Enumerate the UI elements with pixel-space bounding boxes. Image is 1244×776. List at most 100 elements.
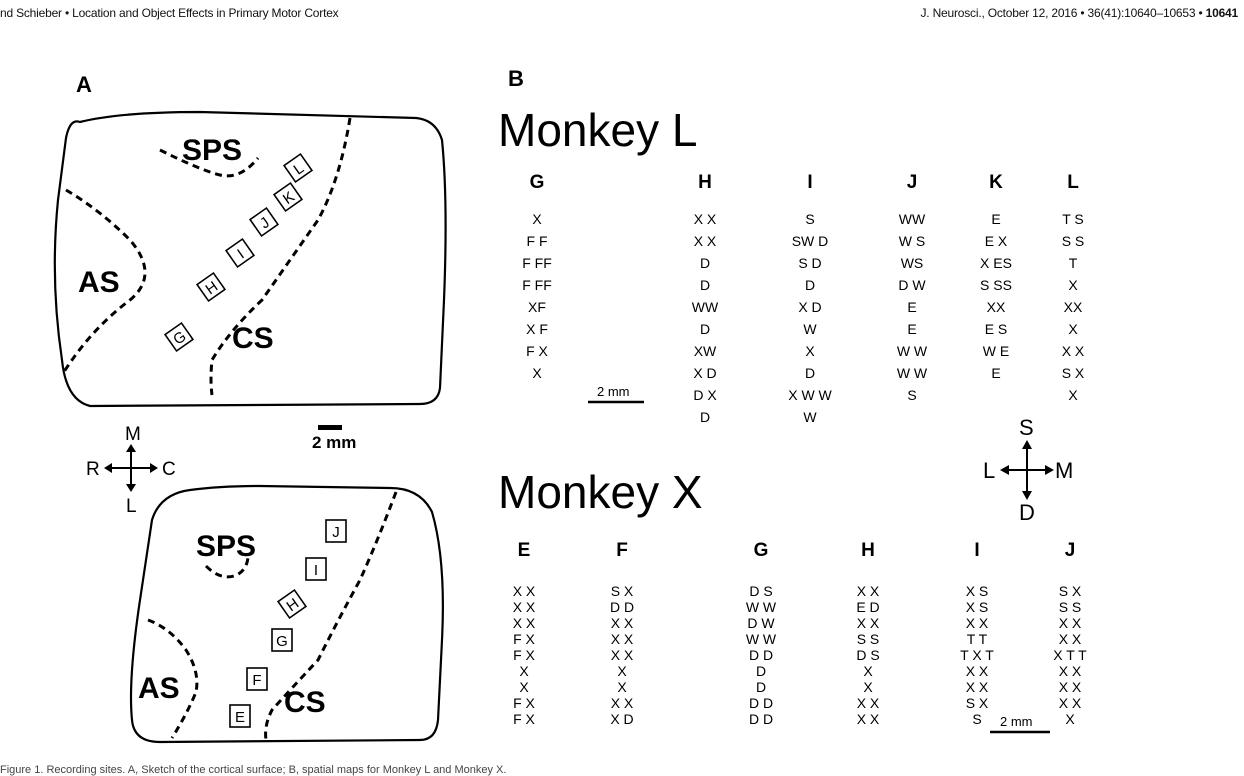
site-map-row: T	[1069, 255, 1078, 271]
site-map-row: X	[1065, 711, 1075, 727]
site-map-row: E X	[985, 233, 1008, 249]
site-map-row: X X	[513, 599, 536, 615]
as-label-x: AS	[138, 672, 180, 705]
site-map-row: D	[700, 277, 710, 293]
site-map-row: X X	[611, 631, 634, 647]
compass-a-right: C	[162, 459, 176, 480]
site-column-header: I	[807, 172, 812, 193]
site-map-row: X	[1068, 387, 1078, 403]
site-map-row: X X	[694, 211, 717, 227]
cs-sulcus-l	[209, 117, 352, 396]
scale-label-b-x: 2 mm	[1000, 714, 1033, 729]
site-column-header: J	[907, 172, 918, 193]
site-map-row: S S	[857, 631, 880, 647]
site-map-row: X W W	[788, 387, 832, 403]
site-map-row: F X	[526, 343, 548, 359]
site-map-row: E	[907, 299, 916, 315]
site-map-row: S X	[1059, 583, 1082, 599]
monkey-l-title: Monkey L	[498, 104, 697, 156]
site-map-row: D	[805, 365, 815, 381]
site-map-row: X X	[966, 663, 989, 679]
site-map-row: X X	[513, 615, 536, 631]
site-map-row: X	[532, 211, 542, 227]
compass-a	[104, 444, 158, 492]
site-map-row: X ES	[980, 255, 1012, 271]
site-map-row: X X	[857, 711, 880, 727]
site-map-row: E	[907, 321, 916, 337]
site-map-row: T S	[1062, 211, 1084, 227]
site-map-row: E	[991, 365, 1000, 381]
scale-label-b-l: 2 mm	[597, 384, 630, 399]
site-map-row: D W	[747, 615, 775, 631]
site-map-row: S	[805, 211, 814, 227]
panel-b-label: B	[508, 66, 524, 91]
site-map-row: X	[617, 663, 627, 679]
as-sulcus-x	[147, 618, 199, 739]
site-map-row: D	[805, 277, 815, 293]
site-map-row: D	[756, 663, 766, 679]
site-map-row: X D	[610, 711, 633, 727]
site-box-x-J: J	[325, 519, 347, 543]
compass-b-up: S	[1019, 415, 1034, 440]
site-map-row: X X	[966, 615, 989, 631]
site-box-x-E: E	[229, 704, 251, 728]
site-box-x-I: I	[305, 557, 327, 581]
brain-outline-monkey-l	[53, 110, 447, 408]
cs-sulcus-x	[264, 491, 398, 741]
compass-b-right: M	[1055, 458, 1073, 483]
site-map-row: D X	[693, 387, 717, 403]
site-map-row: E S	[985, 321, 1008, 337]
site-map-row: X X	[1059, 663, 1082, 679]
site-box-l-H: H	[195, 271, 227, 303]
site-map-row: D	[700, 321, 710, 337]
site-map-row: D W	[898, 277, 926, 293]
site-map-row: X X	[1059, 615, 1082, 631]
journal-citation: J. Neurosci., October 12, 2016 • 36(41):…	[920, 6, 1206, 20]
site-letter: E	[235, 709, 245, 726]
site-map-row: S	[907, 387, 916, 403]
site-box-l-I: I	[224, 237, 256, 269]
site-map-row: X D	[693, 365, 716, 381]
scale-bar-a	[318, 425, 342, 430]
site-map-row: D	[700, 409, 710, 425]
site-map-row: WW	[692, 299, 719, 315]
site-map-row: D D	[749, 695, 773, 711]
cs-label-x: CS	[284, 686, 326, 719]
site-map-row: X	[1068, 277, 1078, 293]
site-column-header: F	[616, 540, 628, 561]
site-map-row: X X	[1059, 695, 1082, 711]
site-map-row: X F	[526, 321, 548, 337]
site-map-row: X	[863, 679, 873, 695]
site-map-row: X	[519, 663, 529, 679]
site-map-row: E D	[856, 599, 879, 615]
site-map-row: W W	[897, 365, 928, 381]
site-column-header: L	[1067, 172, 1079, 193]
as-label-l: AS	[78, 266, 120, 299]
site-map-row: X X	[513, 583, 536, 599]
site-map-row: D D	[749, 711, 773, 727]
brain-outline-monkey-x	[129, 484, 444, 744]
site-map-row: F X	[513, 631, 535, 647]
compass-b-left: L	[983, 458, 995, 483]
site-map-row: X X	[857, 583, 880, 599]
site-map-row: X X	[857, 695, 880, 711]
sps-sulcus-l	[159, 148, 260, 178]
running-header-right: J. Neurosci., October 12, 2016 • 36(41):…	[921, 6, 1239, 20]
site-map-row: W	[803, 321, 817, 337]
site-map-row: F X	[513, 695, 535, 711]
site-map-row: W	[803, 409, 817, 425]
compass-b-down: D	[1019, 500, 1035, 525]
compass-b	[1000, 440, 1054, 500]
site-column-header: J	[1065, 540, 1076, 561]
site-map-row: D D	[610, 599, 634, 615]
site-letter: F	[252, 672, 261, 689]
site-column-header: H	[861, 540, 875, 561]
site-box-x-F: F	[246, 667, 268, 691]
scale-label-a: 2 mm	[312, 433, 356, 452]
monkey-x-title: Monkey X	[498, 466, 703, 518]
site-column-header: G	[530, 172, 545, 193]
site-map-row: W E	[983, 343, 1009, 359]
site-map-row: D	[700, 255, 710, 271]
